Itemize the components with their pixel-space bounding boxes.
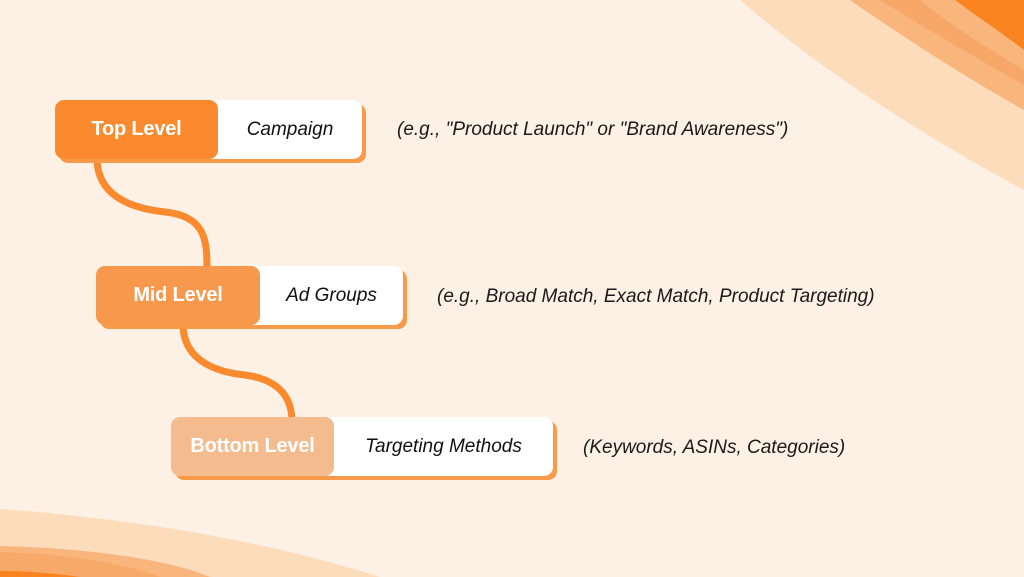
connector-mid-to-bottom xyxy=(179,320,296,423)
level-value-targeting-methods: Targeting Methods xyxy=(365,435,522,457)
wave-top-right-mid2 xyxy=(880,0,1024,85)
wave-top-right-dark xyxy=(955,0,1024,50)
level-label-mid: Mid Level xyxy=(96,266,260,325)
level-description-bottom: (Keywords, ASINs, Categories) xyxy=(583,437,846,458)
level-value-campaign: Campaign xyxy=(246,118,334,140)
wave-bottom-left-dark xyxy=(0,571,80,577)
level-label-top: Top Level xyxy=(55,100,218,159)
level-description-top: (e.g., "Product Launch" or "Brand Awaren… xyxy=(397,119,789,140)
wave-top-right-mid xyxy=(850,0,1024,110)
level-row-top: Top Level Campaign xyxy=(55,100,365,160)
level-value-ad-groups: Ad Groups xyxy=(286,284,377,306)
level-description-mid: (e.g., Broad Match, Exact Match, Product… xyxy=(437,286,875,307)
wave-bottom-left-mid2 xyxy=(0,552,160,577)
level-label-bottom: Bottom Level xyxy=(171,417,334,476)
level-row-mid: Mid Level Ad Groups xyxy=(96,266,406,326)
level-row-bottom: Bottom Level Targeting Methods xyxy=(171,417,556,477)
connector-top-to-mid xyxy=(93,154,211,272)
